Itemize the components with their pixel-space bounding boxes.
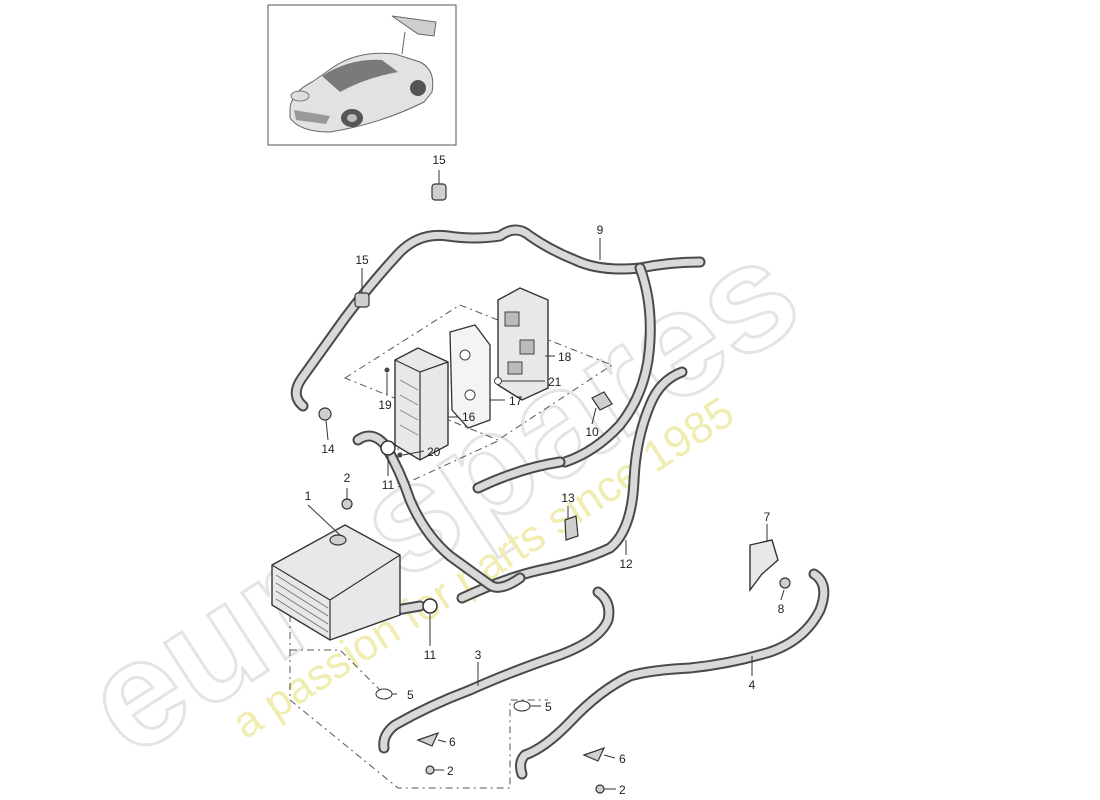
- hose-4: [515, 568, 830, 780]
- callout-5-right: 5: [545, 700, 552, 714]
- screw-20: [397, 452, 403, 458]
- callout-1: 1: [305, 489, 312, 503]
- callout-10: 10: [585, 425, 599, 439]
- callout-12: 12: [619, 557, 633, 571]
- callout-16: 16: [462, 410, 476, 424]
- clamp-11-lower: [422, 598, 438, 614]
- callout-14: 14: [321, 442, 335, 456]
- filter-housing: [497, 287, 549, 401]
- callout-3: 3: [475, 648, 482, 662]
- screw-19: [384, 367, 390, 373]
- gasket: [449, 324, 491, 429]
- callout-6-right: 6: [619, 752, 626, 766]
- oil-cooler: [271, 524, 401, 641]
- clip-14: [318, 407, 332, 421]
- clamp-11-upper: [380, 440, 396, 456]
- filter-element: [394, 347, 449, 461]
- callout-20: 20: [427, 445, 441, 459]
- o-ring-21: [494, 377, 502, 385]
- clip-15-top: [431, 183, 447, 201]
- bolt-2-upper: [341, 498, 353, 510]
- callout-15-left: 15: [355, 253, 369, 267]
- hose-9: [290, 224, 706, 468]
- callout-13: 13: [561, 491, 575, 505]
- callout-2-lower-right: 2: [619, 783, 626, 797]
- callout-8: 8: [778, 602, 785, 616]
- hose-12: [456, 366, 688, 604]
- callout-4: 4: [749, 678, 756, 692]
- car-thumbnail-icon: [267, 4, 457, 146]
- clip-6-right: [582, 746, 606, 762]
- leader-lines: [307, 170, 785, 790]
- callouts: 15 15 9 18 21 19 17 16 14 10 20 11 2 1 1…: [305, 153, 785, 797]
- bolt-8: [779, 577, 791, 589]
- seal-5-left: [375, 688, 393, 700]
- seal-5-right: [513, 700, 531, 712]
- clip-10: [591, 391, 613, 411]
- callout-7: 7: [764, 510, 771, 524]
- callout-18: 18: [558, 350, 572, 364]
- clip-6-left: [416, 731, 440, 747]
- callout-5-left: 5: [407, 688, 414, 702]
- callout-2-upper: 2: [344, 471, 351, 485]
- callout-15-top: 15: [432, 153, 446, 167]
- callout-17: 17: [509, 394, 523, 408]
- callout-21: 21: [548, 375, 562, 389]
- callout-6-left: 6: [449, 735, 456, 749]
- callout-2-lower-left: 2: [447, 764, 454, 778]
- fittings: [318, 183, 791, 794]
- callout-19: 19: [378, 398, 392, 412]
- bolt-2-lower-left: [425, 765, 435, 775]
- clip-15-left: [354, 292, 370, 308]
- clip-13: [564, 515, 579, 541]
- bracket-7: [749, 539, 779, 593]
- callout-9: 9: [597, 223, 604, 237]
- hose-3: [378, 586, 615, 754]
- bolt-2-lower-right: [595, 784, 605, 794]
- callout-11-upper: 11: [382, 478, 395, 492]
- callout-11-lower: 11: [424, 648, 437, 662]
